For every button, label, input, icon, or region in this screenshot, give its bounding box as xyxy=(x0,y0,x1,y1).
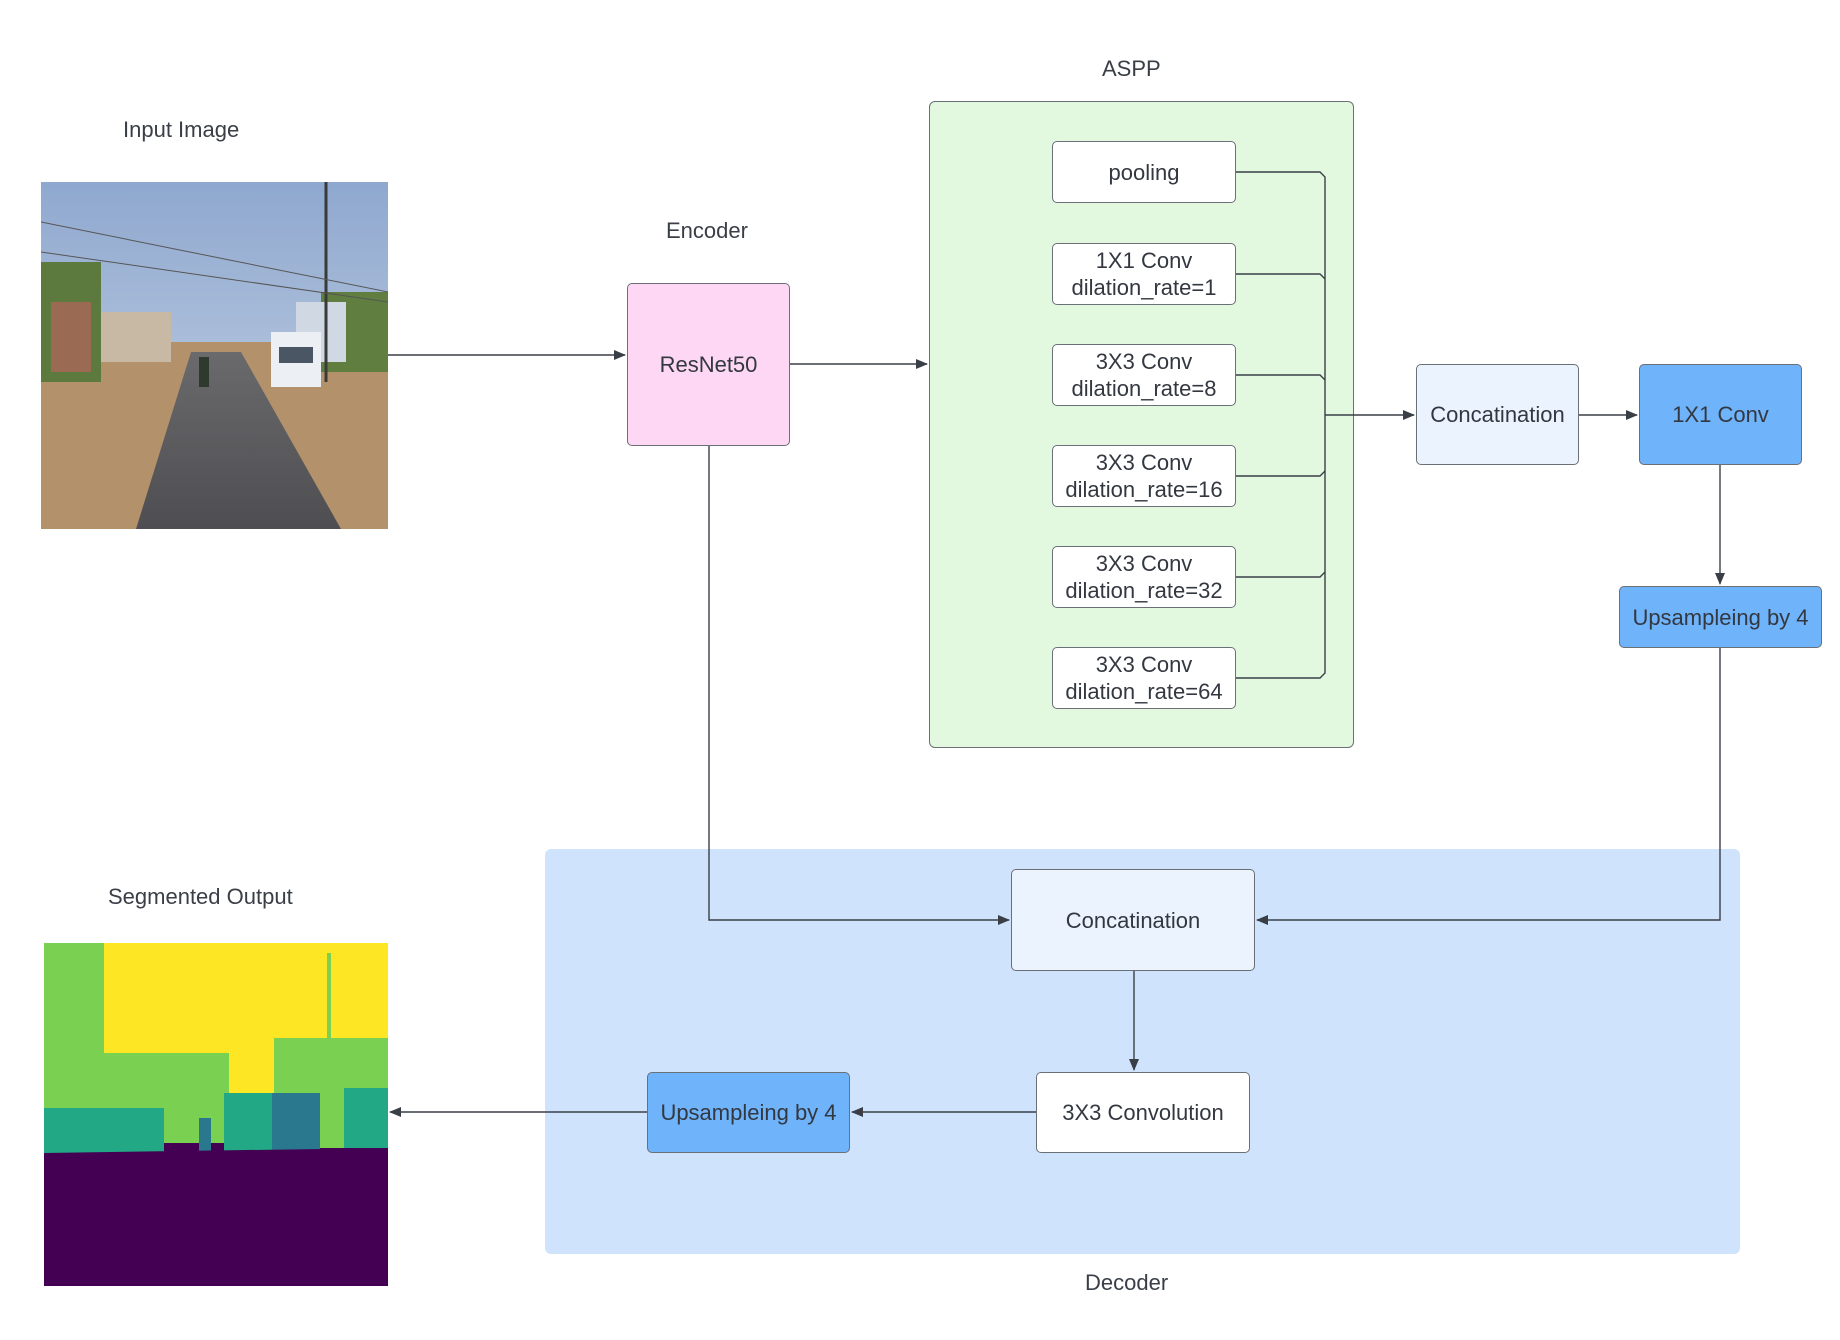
aspp-branch-connector xyxy=(1236,374,1326,381)
resnet50-encoder-box: ResNet50 xyxy=(627,283,790,446)
aspp-branch-1x1-conv: 1X1 Conv dilation_rate=1 xyxy=(1052,243,1236,305)
aspp-branch-connector xyxy=(1236,571,1326,578)
aspp-branch-pooling: pooling xyxy=(1052,141,1236,203)
decoder-concatenation-box: Concatination xyxy=(1011,869,1255,971)
aspp-branch-line1: pooling xyxy=(1108,159,1180,185)
aspp-branch-connector xyxy=(1236,273,1326,280)
aspp-branch-connector xyxy=(1236,410,1326,679)
aspp-branch-line2: dilation_rate=32 xyxy=(1065,578,1223,603)
aspp-panel xyxy=(929,101,1354,748)
aspp-branch-3x3-conv-rate16: 3X3 Conv dilation_rate=16 xyxy=(1052,445,1236,507)
aspp-1x1-conv-box: 1X1 Conv xyxy=(1639,364,1802,465)
aspp-branch-line1: 3X3 Conv xyxy=(1095,450,1193,475)
aspp-branch-connector xyxy=(1236,470,1326,477)
arrow-upsample-to-decoder-concat xyxy=(1256,648,1721,925)
input-street-image xyxy=(41,182,388,529)
decoder-3x3-conv-label: 3X3 Convolution xyxy=(1062,1100,1224,1125)
aspp-concatenation-label: Concatination xyxy=(1430,402,1565,427)
upsample-right-box: Upsampleing by 4 xyxy=(1619,586,1822,648)
aspp-branch-3x3-conv-rate64: 3X3 Conv dilation_rate=64 xyxy=(1052,647,1236,709)
aspp-branch-3x3-conv-rate32: 3X3 Conv dilation_rate=32 xyxy=(1052,546,1236,608)
decoder-upsample-box: Upsampleing by 4 xyxy=(647,1072,850,1153)
aspp-branch-line2: dilation_rate=64 xyxy=(1065,679,1223,704)
aspp-branch-line1: 3X3 Conv xyxy=(1095,349,1193,374)
aspp-concatenation-box: Concatination xyxy=(1416,364,1579,465)
input-image-label: Input Image xyxy=(123,117,240,142)
aspp-branch-connector xyxy=(1236,171,1326,410)
decoder-3x3-conv-box: 3X3 Convolution xyxy=(1036,1072,1250,1153)
segmented-output-image xyxy=(44,943,388,1286)
aspp-branch-line1: 1X1 Conv xyxy=(1095,248,1193,273)
decoder-upsample-label: Upsampleing by 4 xyxy=(660,1100,837,1125)
segmented-output-label: Segmented Output xyxy=(108,884,293,909)
resnet50-label: ResNet50 xyxy=(659,352,758,377)
aspp-branch-3x3-conv-rate8: 3X3 Conv dilation_rate=8 xyxy=(1052,344,1236,406)
aspp-branch-line1: 3X3 Conv xyxy=(1095,652,1193,677)
decoder-concatenation-label: Concatination xyxy=(1065,907,1201,933)
encoder-label: Encoder xyxy=(666,218,748,243)
aspp-label: ASPP xyxy=(1102,56,1161,81)
arrow-encoder-skip-to-decoder-concat xyxy=(708,446,1010,925)
aspp-branch-line1: 3X3 Conv xyxy=(1095,551,1193,576)
aspp-1x1-conv-label: 1X1 Conv xyxy=(1672,402,1769,427)
aspp-branch-line2: dilation_rate=16 xyxy=(1065,477,1223,502)
upsample-right-label: Upsampleing by 4 xyxy=(1632,604,1809,630)
aspp-branch-line2: dilation_rate=8 xyxy=(1071,376,1217,401)
decoder-label: Decoder xyxy=(1085,1270,1169,1295)
aspp-branch-line2: dilation_rate=1 xyxy=(1071,275,1217,300)
